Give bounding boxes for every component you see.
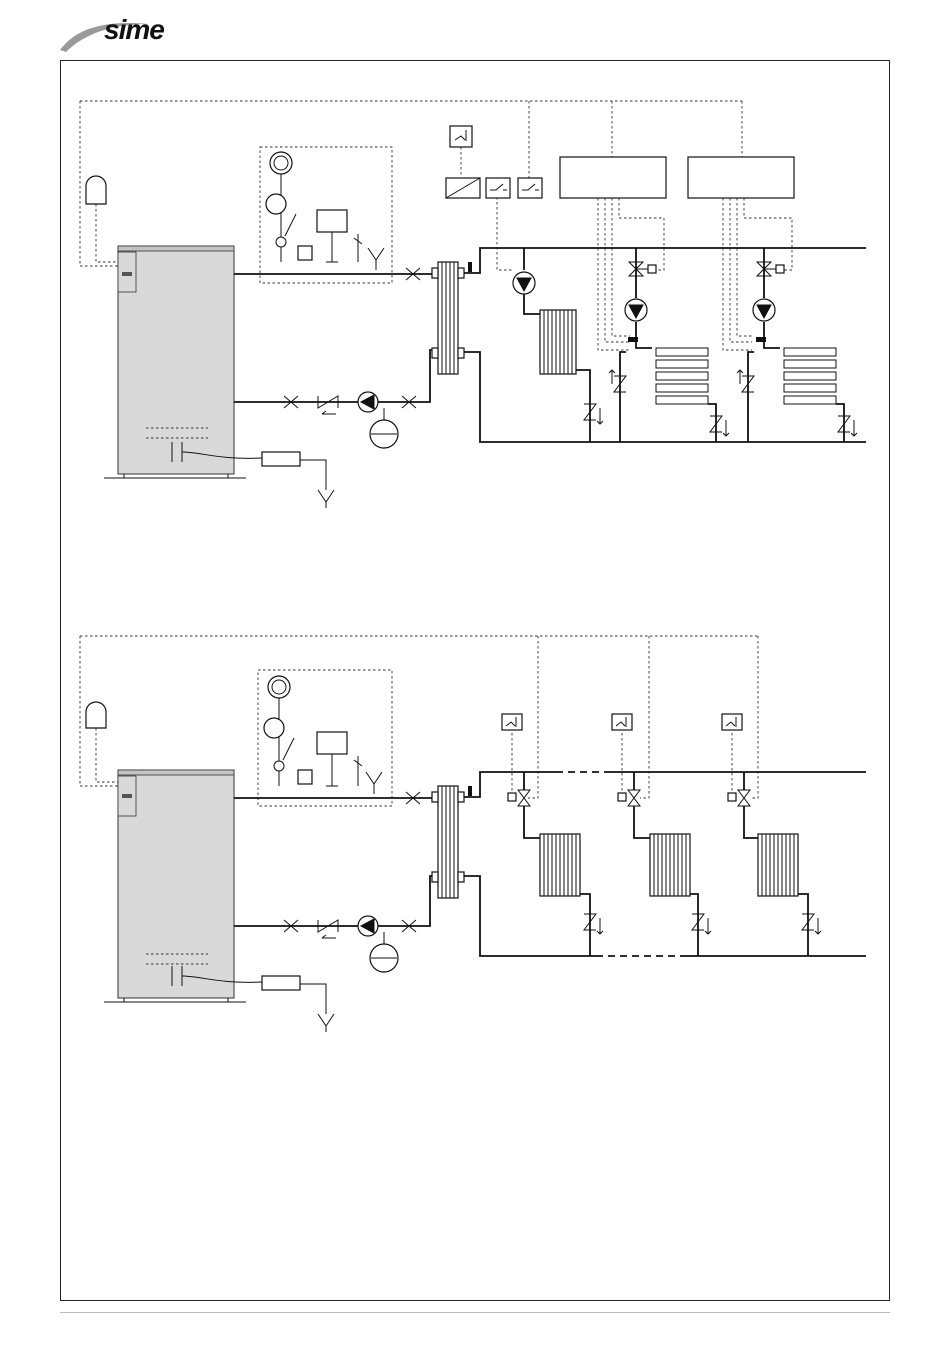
condensate-trap-icon-2 <box>262 976 334 1032</box>
boiler-icon-2 <box>104 770 262 1002</box>
radiator-zone-3 <box>722 714 821 956</box>
safety-group-2 <box>258 670 392 806</box>
radiator-zone-1 <box>502 714 603 956</box>
hydraulic-diagram-zone-valves <box>0 0 950 1100</box>
outdoor-sensor-icon-2 <box>86 702 106 728</box>
plate-heat-exchanger-icon-2 <box>432 786 464 898</box>
footer-rule <box>60 1312 890 1313</box>
radiator-zone-2 <box>612 714 711 956</box>
primary-pipes-2 <box>234 792 436 972</box>
